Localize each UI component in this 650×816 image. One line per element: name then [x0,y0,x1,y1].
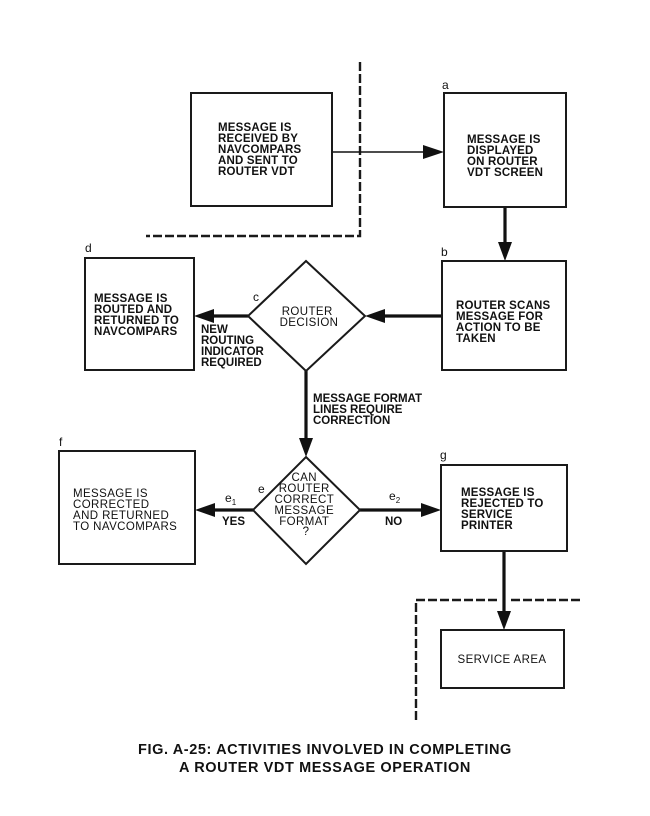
node-g-message-rejected: g MESSAGE IS REJECTED TO SERVICE PRINTER [440,448,568,552]
node-text: MESSAGE IS REJECTED TO SERVICE PRINTER [461,487,547,532]
service-area-boundary-left [414,598,498,720]
node-letter: g [440,448,447,462]
node-letter: d [85,241,92,255]
arrowhead-icon [423,145,444,159]
node-c-router-decision: c ROUTER DECISION [246,259,367,373]
arrowhead-icon [299,438,313,457]
edge-label-yes: e1 YES [222,491,245,528]
node-letter: c [253,290,259,304]
edge-label-no: e2 NO [385,489,402,528]
navcompars-boundary [146,62,362,238]
node-text: ROUTER SCANS MESSAGE FOR ACTION TO BE TA… [456,300,554,345]
node-a-message-displayed: a MESSAGE IS DISPLAYED ON ROUTER VDT SCR… [442,78,567,208]
edge-start-to-a [332,145,444,159]
figure-caption-line-2: A ROUTER VDT MESSAGE OPERATION [179,760,471,776]
node-b-router-scans: b ROUTER SCANS MESSAGE FOR ACTION TO BE … [441,245,567,371]
edge-b-to-c [365,309,442,323]
node-letter: f [59,435,63,449]
node-text: MESSAGE IS ROUTED AND RETURNED TO NAVCOM… [94,293,182,338]
node-letter: e [258,482,265,496]
node-letter: a [442,78,449,92]
edge-label-new-routing: NEW ROUTING INDICATOR REQUIRED [201,324,267,369]
yes-label: YES [222,516,245,528]
no-label: NO [385,516,402,528]
node-text: ROUTER DECISION [280,306,339,329]
arrowhead-icon [195,503,215,517]
figure-caption-line-1: FIG. A-25: ACTIVITIES INVOLVED IN COMPLE… [138,742,512,758]
edge-e-to-f [195,503,253,517]
node-service-area: SERVICE AREA [440,629,565,689]
node-text: SERVICE AREA [458,654,547,666]
edge-label-format-correction: MESSAGE FORMAT LINES REQUIRE CORRECTION [313,393,425,427]
edge-id: e1 [225,491,237,507]
edge-c-to-d [194,309,248,323]
arrowhead-icon [194,309,214,323]
node-text: MESSAGE IS DISPLAYED ON ROUTER VDT SCREE… [467,134,544,179]
edge-g-to-service [497,551,511,630]
edge-e-to-g [360,503,441,517]
node-text: CAN ROUTER CORRECT MESSAGE FORMAT ? [274,472,337,538]
node-f-message-corrected: f MESSAGE IS CORRECTED AND RETURNED TO N… [58,435,196,565]
node-d-message-routed: d MESSAGE IS ROUTED AND RETURNED TO NAVC… [84,241,195,371]
edge-a-to-b [498,207,512,261]
edge-c-to-e [299,371,313,457]
arrowhead-icon [498,242,512,261]
node-letter: b [441,245,448,259]
arrowhead-icon [497,611,511,630]
node-text: MESSAGE IS RECEIVED BY NAVCOMPARS AND SE… [218,122,305,178]
node-message-received: MESSAGE IS RECEIVED BY NAVCOMPARS AND SE… [190,92,333,207]
arrowhead-icon [421,503,441,517]
arrowhead-icon [365,309,385,323]
node-e-can-router-correct: e CAN ROUTER CORRECT MESSAGE FORMAT ? [251,455,362,566]
node-text: MESSAGE IS CORRECTED AND RETURNED TO NAV… [73,488,177,533]
edge-id: e2 [389,489,401,505]
